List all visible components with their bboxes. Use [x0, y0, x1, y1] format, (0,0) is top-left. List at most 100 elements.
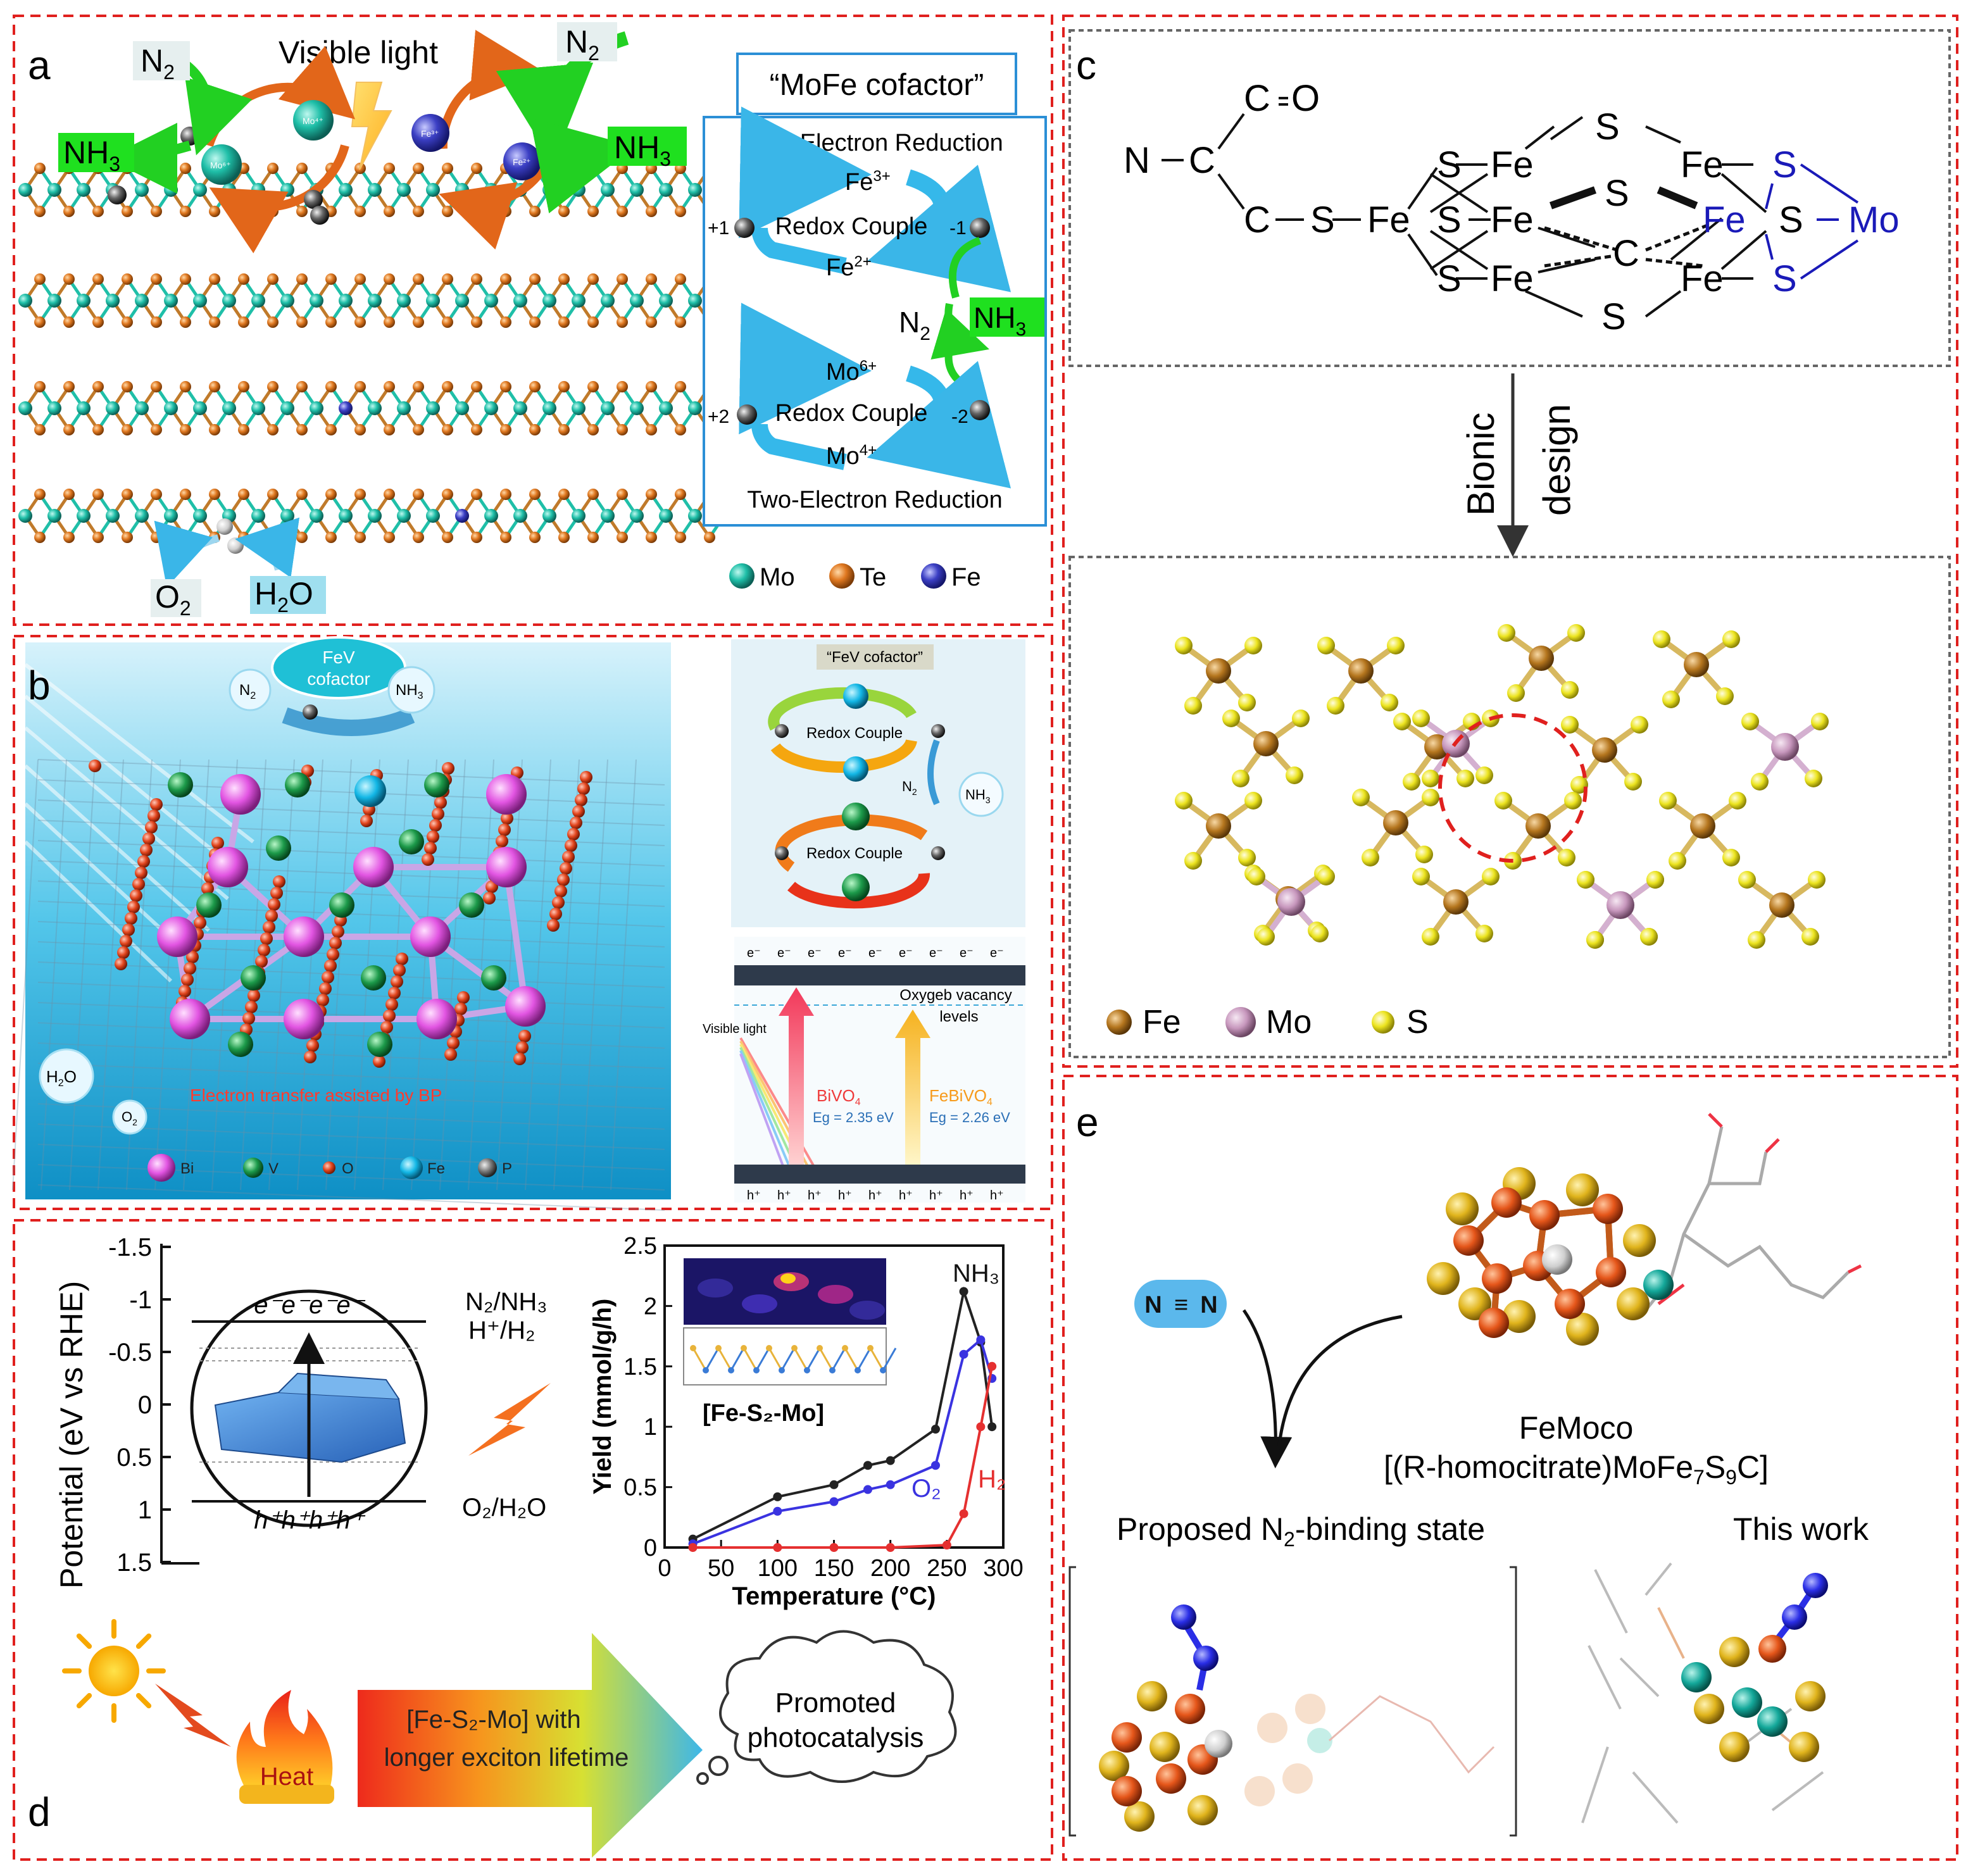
data-point	[976, 1422, 986, 1432]
te-atom	[442, 424, 453, 435]
mo-atom	[601, 401, 615, 415]
mofe-cofactor-box: “MoFe cofactor” One-Electron Reduction F…	[703, 53, 1047, 527]
inset-atom	[817, 1345, 823, 1351]
n2-n-left: N	[1144, 1292, 1162, 1318]
inset-bond	[831, 1348, 846, 1371]
te-atom	[209, 273, 220, 285]
bi-atom	[170, 999, 210, 1039]
te-atom	[617, 489, 628, 500]
x-tick-label: 0	[658, 1555, 671, 1582]
potential-axis-label: Potential (eV vs RHE)	[54, 1281, 89, 1589]
fe-atom	[1529, 646, 1554, 671]
s-atom	[1222, 710, 1240, 727]
o-atom	[422, 853, 434, 866]
o-atom	[434, 796, 447, 809]
y-tick-label: 1	[644, 1414, 657, 1441]
te-atom	[151, 489, 162, 500]
atom-fe: Fe	[1491, 258, 1534, 299]
inset-atom	[791, 1345, 798, 1351]
inset-bond	[717, 1348, 732, 1371]
n2-label-box	[557, 22, 617, 61]
te-atom	[354, 273, 366, 285]
panel-c-letter: c	[1076, 42, 1096, 88]
te-atom	[267, 273, 279, 285]
te-atom	[384, 532, 395, 543]
inset-atom	[753, 1367, 760, 1373]
electron-icon	[970, 400, 990, 420]
atom-s: S	[1437, 199, 1462, 241]
inset-atom	[880, 1367, 886, 1373]
te-atom	[384, 424, 395, 435]
nh3-bubble-label: NH3	[396, 682, 423, 701]
panel-e-border	[1062, 1075, 1958, 1861]
s-atom	[1422, 770, 1439, 787]
legend-fe-icon	[1106, 1010, 1132, 1035]
mo-atom	[339, 183, 353, 197]
te-atom	[122, 424, 133, 435]
te-atom	[92, 532, 104, 543]
panel-c-legend: Fe Mo S	[1106, 1004, 1429, 1041]
bi-atom	[353, 847, 394, 887]
te-atom	[296, 316, 308, 328]
data-point	[773, 1543, 782, 1552]
atom-c: C	[1244, 199, 1270, 241]
data-point	[942, 1541, 951, 1550]
y-tick-label: 0	[644, 1535, 657, 1561]
inset-atom	[867, 1345, 874, 1351]
ligand-stick	[1657, 1607, 1685, 1659]
mo-atom	[542, 294, 556, 308]
n2-triple-bond: ≡	[1174, 1292, 1188, 1318]
mo-atom	[18, 509, 32, 523]
te-atom	[296, 273, 308, 285]
faded-atom	[1244, 1776, 1275, 1806]
te-atom	[442, 206, 453, 217]
te-atom	[442, 273, 453, 285]
o-atom	[567, 828, 580, 841]
o-atom	[194, 916, 206, 929]
o-atom	[332, 925, 344, 938]
o-atom	[575, 794, 587, 806]
inset-atom	[766, 1345, 772, 1351]
mo-atom	[135, 294, 149, 308]
fev-nh3-label: NH3	[965, 787, 991, 805]
o-atom	[496, 835, 508, 847]
s-atom	[1722, 630, 1740, 648]
ligand-stick	[1581, 1746, 1609, 1823]
femoco-cluster	[1427, 1167, 1674, 1346]
o-atom	[432, 808, 444, 820]
s-atom	[1415, 846, 1433, 863]
te-atom	[500, 424, 511, 435]
te-atom	[238, 316, 249, 328]
te-atom	[646, 424, 657, 435]
o-atom	[552, 896, 565, 909]
te-atom	[675, 206, 686, 217]
te-atom	[646, 532, 657, 543]
mo-atom	[1681, 1662, 1712, 1692]
legend-mo-icon	[1225, 1007, 1256, 1037]
s-atom	[1137, 1681, 1167, 1711]
flame-icon: Heat	[236, 1690, 334, 1804]
te-atom	[646, 381, 657, 392]
te-atom	[384, 489, 395, 500]
n2-label-box	[133, 41, 190, 80]
x-tick-label: 300	[983, 1555, 1023, 1582]
electron-icon	[931, 724, 945, 738]
data-point	[976, 1335, 986, 1344]
panel-c: c	[1068, 29, 1951, 1058]
te-atom	[354, 381, 366, 392]
s-atom	[1458, 1287, 1491, 1320]
te-atom	[209, 206, 220, 217]
inset-bond	[793, 1348, 808, 1371]
te-atom	[587, 381, 599, 392]
fe-atom	[455, 509, 469, 523]
s-atom	[1640, 928, 1658, 946]
s-atom	[1631, 716, 1648, 734]
te-atom	[267, 489, 279, 500]
te-atom	[209, 316, 220, 328]
x-tick-label: 200	[870, 1555, 910, 1582]
mo-atom	[601, 509, 615, 523]
cyc-nh3-box	[970, 297, 1044, 337]
o-atom	[270, 887, 283, 899]
potential-tick-label: 0.5	[116, 1444, 152, 1472]
s-atom	[1623, 1224, 1656, 1257]
